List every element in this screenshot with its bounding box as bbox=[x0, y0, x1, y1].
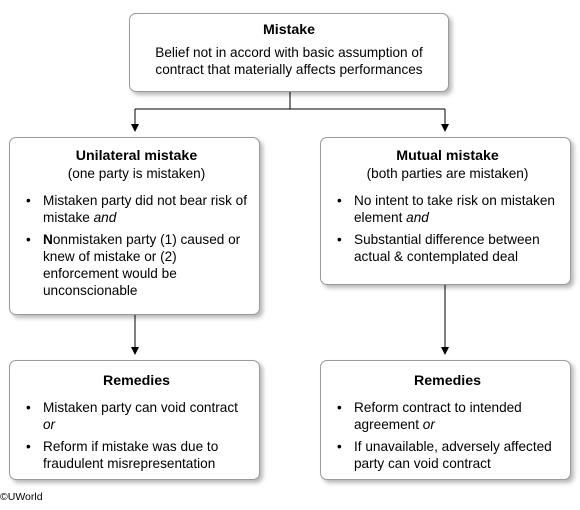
unilateral-subtitle: (one party is mistaken) bbox=[67, 166, 206, 181]
mistake-box: Mistake Belief not in accord with basic … bbox=[129, 13, 449, 92]
unilateral-title: Unilateral mistake bbox=[75, 148, 198, 164]
remedies-right-list: Reform contract to intended agreement or… bbox=[333, 399, 562, 472]
connector-top-split bbox=[135, 92, 445, 110]
list-item: Mistaken party did not bear risk of mist… bbox=[22, 192, 251, 226]
mistake-title: Mistake bbox=[262, 22, 316, 38]
list-item: Nonmistaken party (1) caused or knew of … bbox=[22, 231, 251, 299]
list-item: Mistaken party can void contract or bbox=[22, 399, 251, 433]
list-item: Reform contract to intended agreement or bbox=[333, 399, 562, 433]
mutual-title: Mutual mistake bbox=[396, 148, 499, 164]
remedies-left-box: Remedies Mistaken party can void contrac… bbox=[9, 360, 260, 480]
remedies-left-title: Remedies bbox=[102, 373, 171, 389]
list-item: Substantial difference between actual & … bbox=[333, 231, 562, 265]
remedies-right-box: Remedies Reform contract to intended agr… bbox=[320, 360, 571, 480]
unilateral-criteria-list: Mistaken party did not bear risk of mist… bbox=[22, 192, 251, 299]
mutual-criteria-list: No intent to take risk on mistaken eleme… bbox=[333, 192, 562, 265]
list-item: No intent to take risk on mistaken eleme… bbox=[333, 192, 562, 226]
mutual-subtitle: (both parties are mistaken) bbox=[366, 166, 529, 181]
remedies-right-title: Remedies bbox=[413, 373, 482, 389]
copyright-notice: ©UWorld bbox=[0, 491, 43, 503]
list-item: If unavailable, adversely affected party… bbox=[333, 438, 562, 472]
mutual-mistake-box: Mutual mistake (both parties are mistake… bbox=[320, 137, 571, 285]
list-item: Reform if mistake was due to fraudulent … bbox=[22, 438, 251, 472]
remedies-left-list: Mistaken party can void contract or Refo… bbox=[22, 399, 251, 472]
unilateral-mistake-box: Unilateral mistake (one party is mistake… bbox=[9, 137, 260, 315]
mistake-description: Belief not in accord with basic assumpti… bbox=[155, 45, 423, 77]
